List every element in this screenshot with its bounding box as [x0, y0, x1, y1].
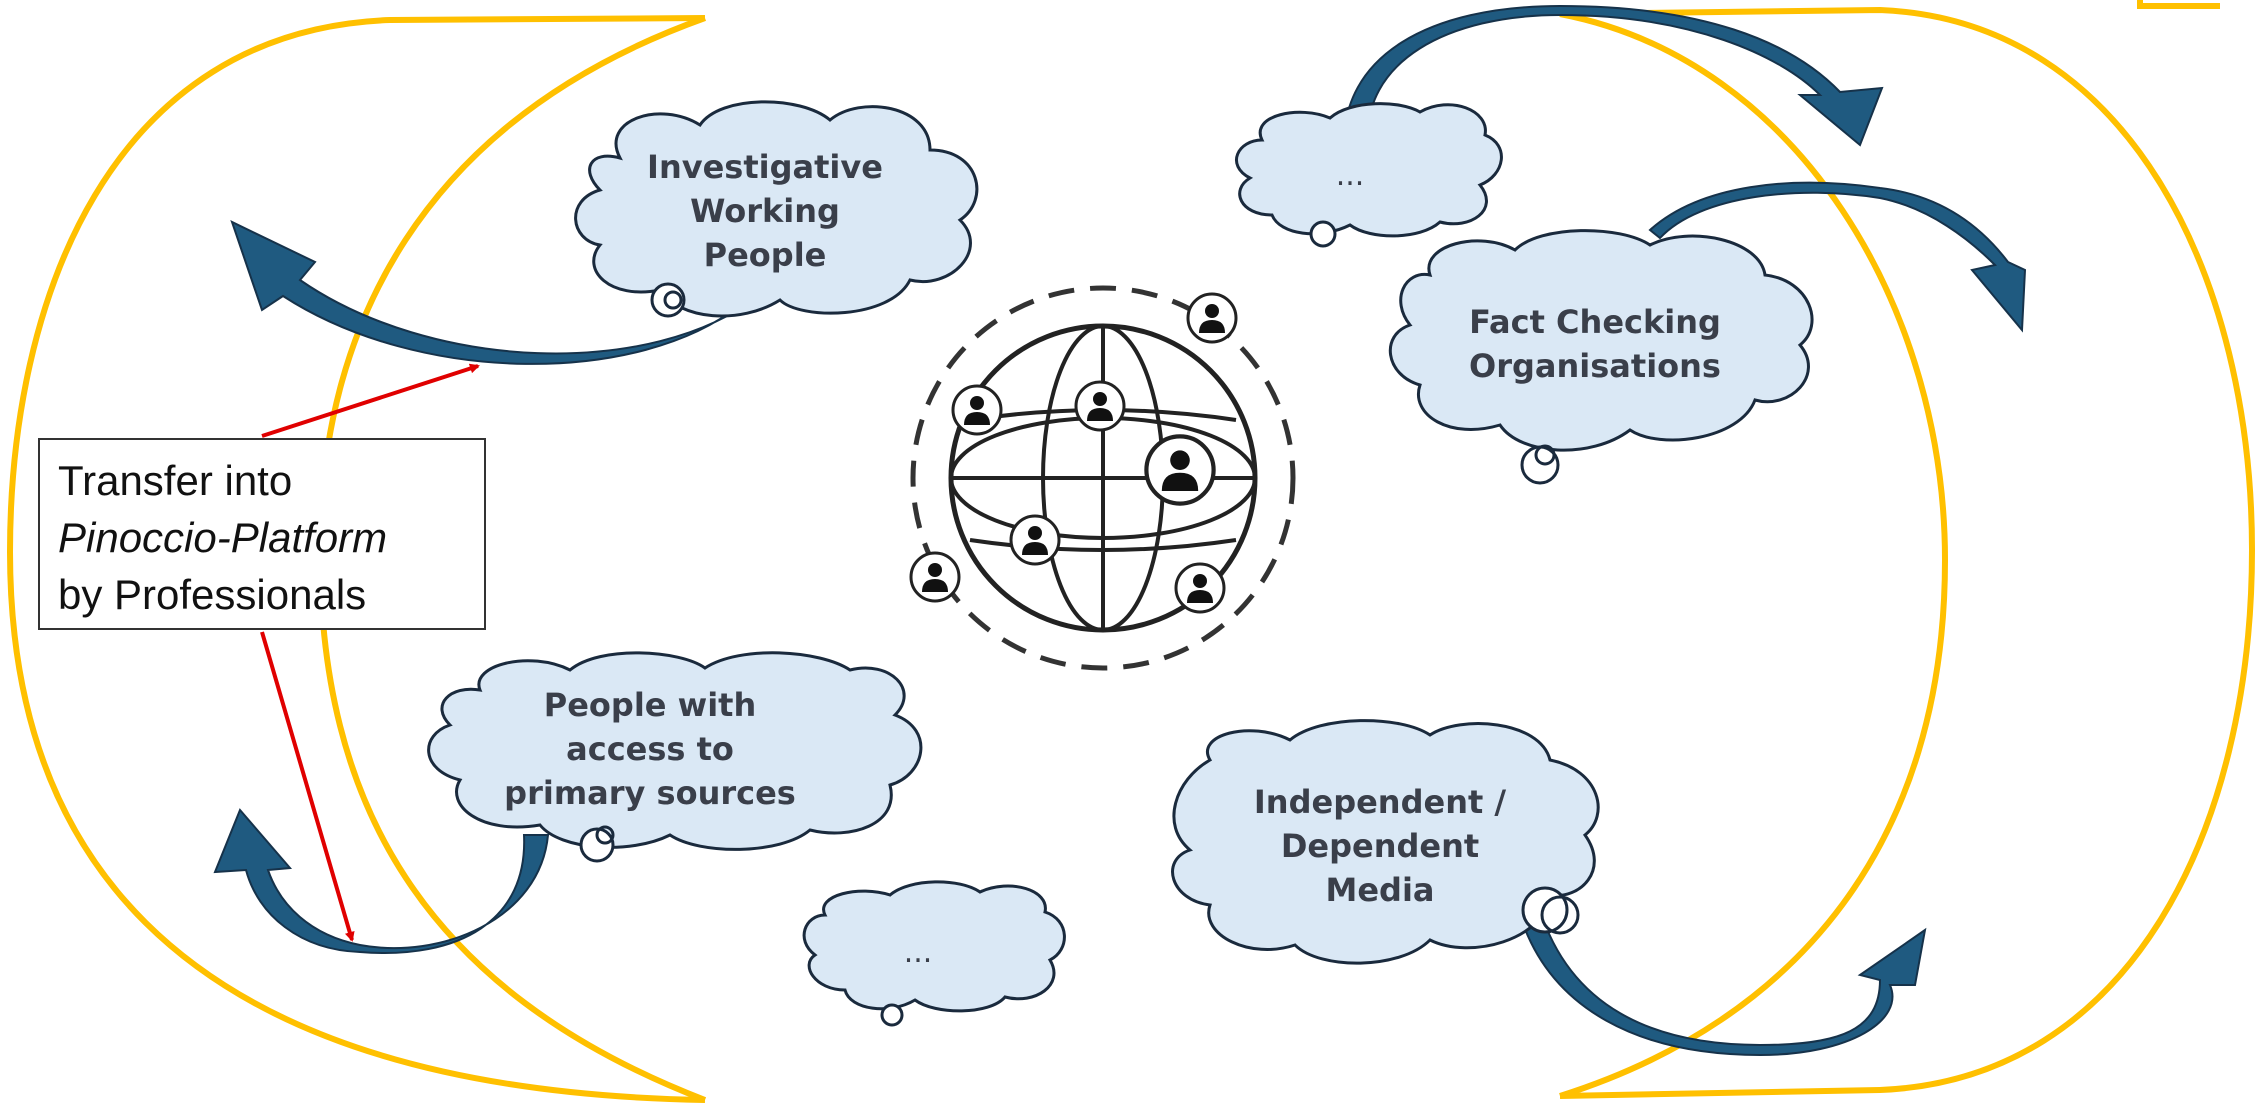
cloud-bottom-ellipsis-label: ... [903, 935, 933, 970]
cloud-primary-sources-line: People with [543, 686, 757, 724]
left-outer-ring [6, 15, 706, 1103]
arrow-media [1518, 908, 1927, 1057]
cloud-bottom-ellipsis [802, 880, 1066, 1027]
cloud-investigative-line: Working [690, 192, 840, 230]
cloud-primary-sources-line: access to [566, 730, 734, 768]
arrow-top-right-ellipsis [1342, 4, 1884, 152]
cloud-investigative-line: People [703, 236, 827, 274]
cloud-primary-sources-label: People with access to primary sources [490, 683, 810, 815]
cloud-primary-sources [427, 651, 923, 863]
transfer-line-3: by Professionals [58, 571, 367, 618]
right-inner-ring [1559, 11, 1949, 1099]
transfer-line-2: Pinoccio-Platform [58, 514, 388, 561]
cloud-investigative-line: Investigative [647, 148, 883, 186]
right-outer-ring [1559, 6, 2256, 1099]
cloud-media-line: Dependent [1280, 827, 1480, 865]
cloud-top-right-ellipsis [1235, 102, 1503, 248]
cloud-primary-sources-line: primary sources [504, 774, 796, 812]
cloud-fact-checking [1388, 229, 1814, 485]
cloud-investigative-label: Investigative Working People [625, 145, 905, 277]
cloud-media-line: Independent / [1253, 783, 1507, 821]
cloud-media-line: Media [1325, 871, 1435, 909]
arrow-primary-sources [213, 808, 550, 954]
connector-to-top-arrow [261, 363, 480, 438]
cloud-top-right-ellipsis-label: ... [1335, 158, 1365, 193]
cloud-fact-checking-label: Fact Checking Organisations [1440, 300, 1750, 388]
cloud-media-label: Independent / Dependent Media [1225, 780, 1535, 912]
cloud-fact-checking-line: Fact Checking [1469, 303, 1721, 341]
arrow-investigative [230, 220, 761, 365]
connector-to-bottom-arrow [260, 631, 355, 942]
top-right-ring-fragment [2137, 0, 2220, 9]
transfer-line-1: Transfer into [58, 457, 293, 504]
globe-network-people-icon [909, 285, 1296, 671]
arrow-fact-checking [1648, 181, 2027, 333]
transfer-box: Transfer into Pinoccio-Platform by Profe… [38, 438, 486, 630]
cloud-fact-checking-line: Organisations [1469, 347, 1721, 385]
cloud-media [1171, 719, 1600, 965]
cloud-investigative [574, 100, 979, 318]
